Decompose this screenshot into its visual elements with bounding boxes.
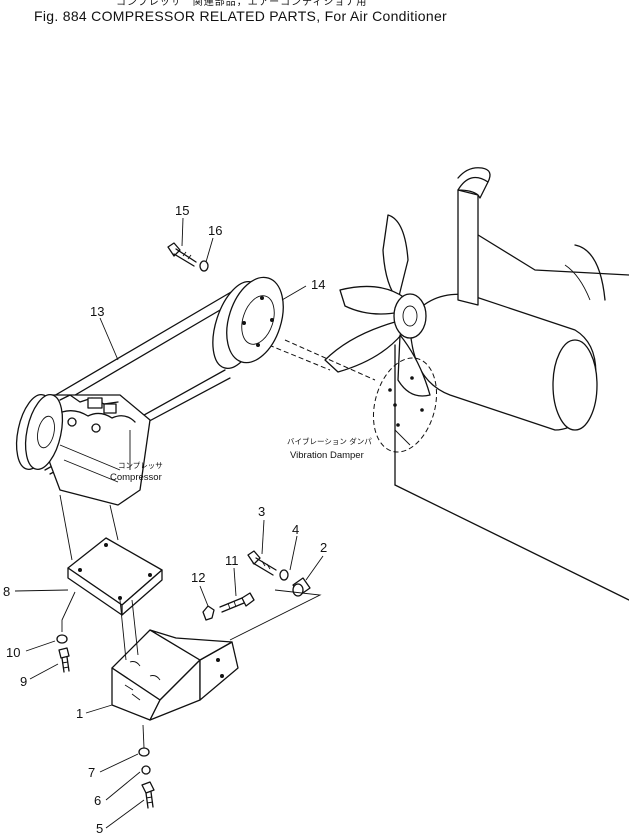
callout-11: 11 bbox=[225, 553, 239, 568]
callout-numbers: 15 16 14 13 8 10 9 1 3 4 2 11 12 7 6 5 bbox=[3, 203, 327, 836]
callout-8: 8 bbox=[3, 584, 10, 599]
adjust-bolt bbox=[219, 592, 255, 613]
callout-13: 13 bbox=[90, 304, 104, 319]
callout-10: 10 bbox=[6, 645, 20, 660]
callout-7: 7 bbox=[88, 765, 95, 780]
adjust-nut bbox=[202, 605, 215, 621]
figure-title: Fig. 884 COMPRESSOR RELATED PARTS, For A… bbox=[34, 8, 447, 24]
bracket-bolt bbox=[247, 550, 277, 576]
callout-3: 3 bbox=[258, 504, 265, 519]
callout-9: 9 bbox=[20, 674, 27, 689]
callout-leaders bbox=[14, 217, 324, 829]
callout-5: 5 bbox=[96, 821, 103, 836]
lower-bolt bbox=[141, 781, 155, 809]
callout-1: 1 bbox=[76, 706, 83, 721]
plate-washer bbox=[56, 634, 68, 644]
engine-block bbox=[394, 167, 629, 601]
bracket-washer bbox=[279, 569, 289, 581]
lower-lock-washer bbox=[141, 765, 151, 775]
callout-2: 2 bbox=[320, 540, 327, 555]
compressor-label: Compressor bbox=[110, 472, 162, 483]
lower-washer bbox=[138, 747, 150, 757]
callout-4: 4 bbox=[292, 522, 299, 537]
compressor bbox=[15, 394, 151, 506]
callout-12: 12 bbox=[191, 570, 205, 585]
plate-bolt bbox=[58, 647, 70, 673]
fan bbox=[324, 214, 431, 397]
callout-6: 6 bbox=[94, 793, 101, 808]
pulley-bolt bbox=[167, 242, 197, 267]
bracket bbox=[111, 629, 239, 721]
mounting-plate bbox=[67, 537, 163, 616]
callout-15: 15 bbox=[175, 203, 189, 218]
vibration-damper-label: Vibration Damper bbox=[290, 450, 364, 461]
pulley-washer bbox=[199, 260, 209, 272]
vibration-damper-label-japanese: バイブレーション ダンパ bbox=[287, 436, 372, 446]
compressor-label-japanese: コンプレッサ bbox=[118, 461, 163, 470]
callout-14: 14 bbox=[311, 277, 325, 292]
pulley bbox=[212, 276, 284, 369]
figure-title-japanese: コンプレッサ 関連部品，エアーコンディショナ用 bbox=[116, 0, 368, 8]
callout-16: 16 bbox=[208, 223, 222, 238]
